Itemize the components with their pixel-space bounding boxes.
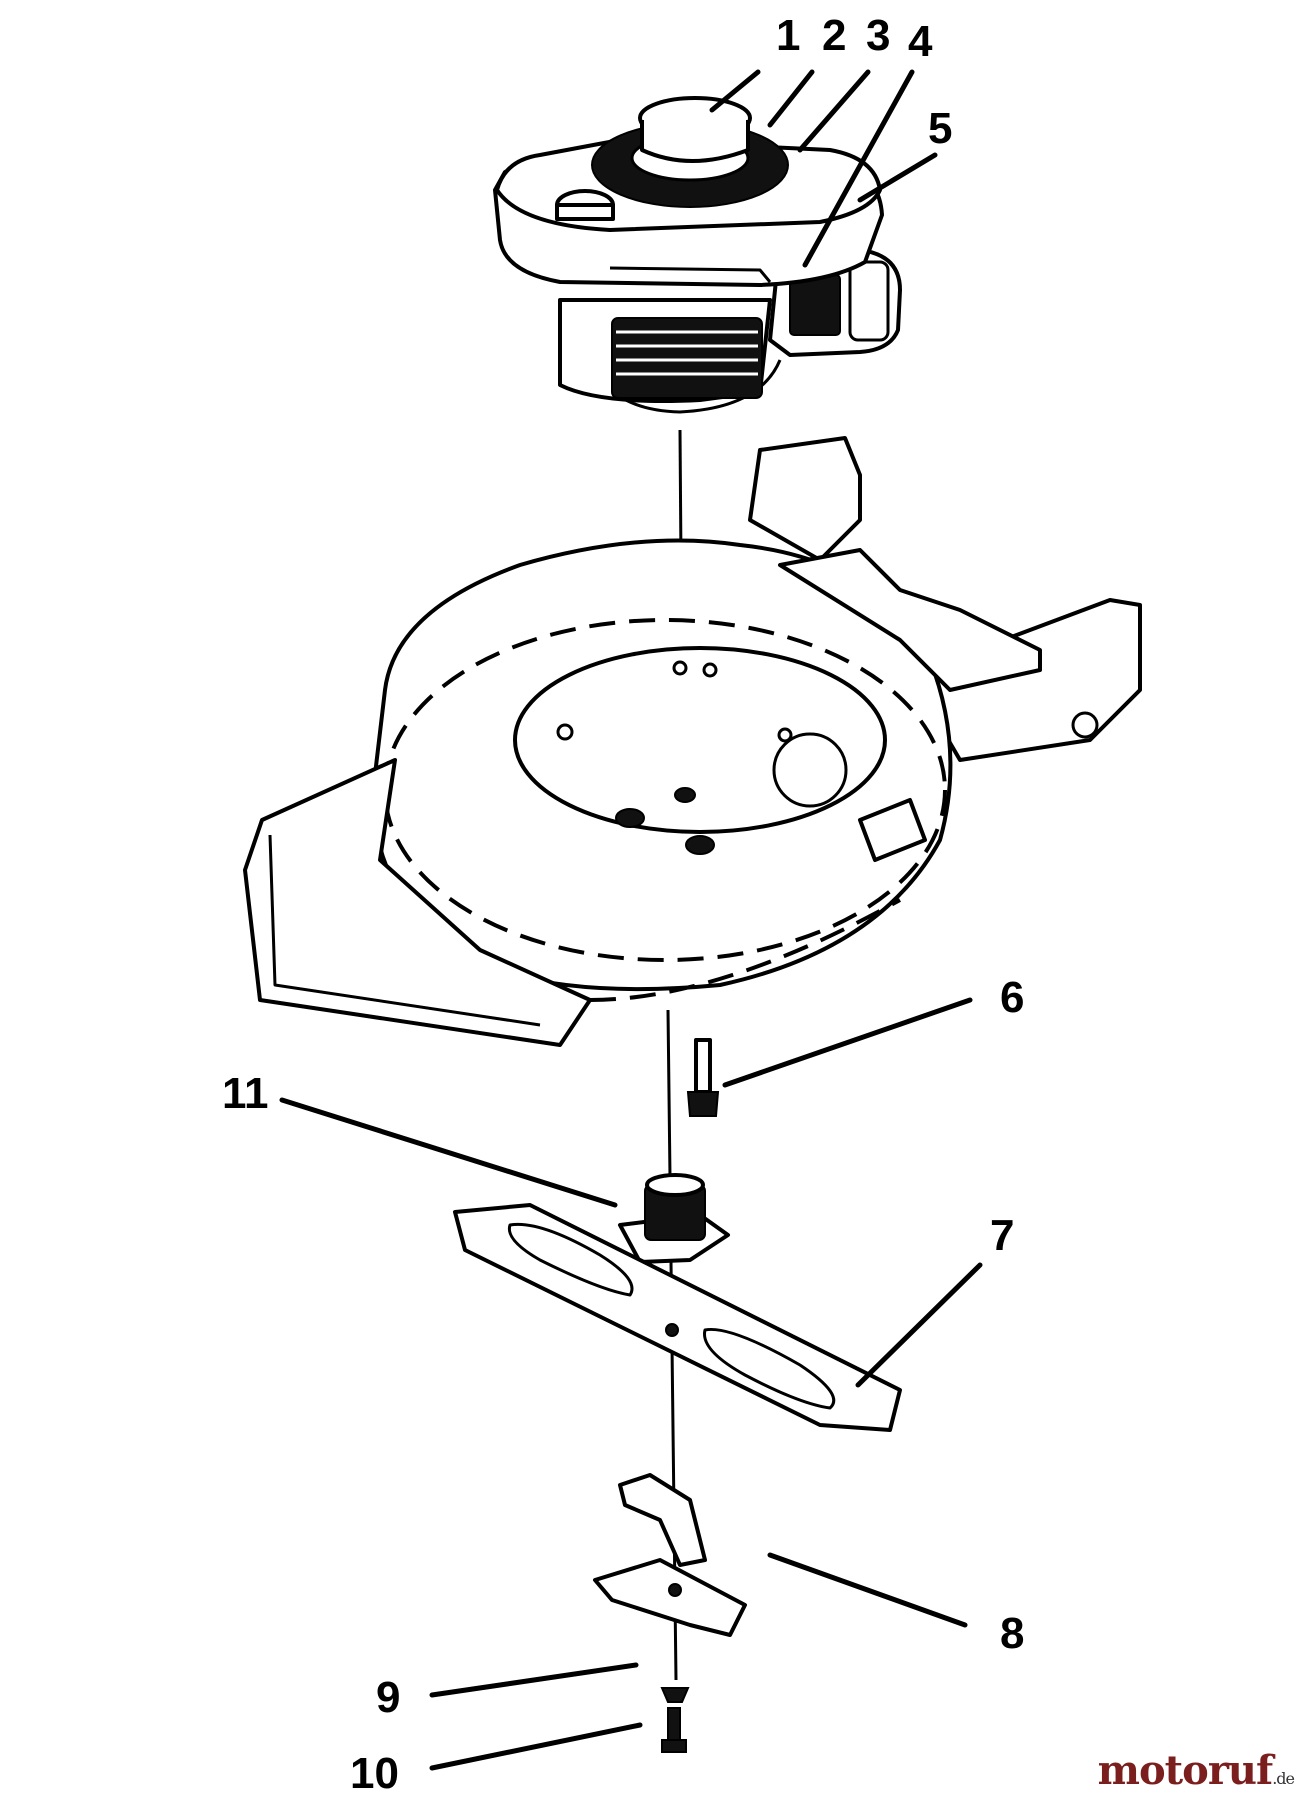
leader-9 [429, 1662, 639, 1698]
leader-4 [802, 69, 915, 268]
blade-adapter-drawing [618, 1173, 730, 1264]
mount-boss-3 [674, 787, 696, 803]
part-label-8: 8 [1000, 1609, 1024, 1658]
stiffener-lower [593, 1558, 747, 1637]
washer-drawing [660, 1687, 690, 1703]
blade-slot-left [507, 1222, 634, 1297]
deck-lower-rim [589, 898, 901, 1002]
deck-center-ring [513, 646, 887, 834]
mount-hole-3 [702, 662, 718, 678]
part-label-1: 1 [776, 11, 800, 60]
part-label-9: 9 [376, 1673, 400, 1722]
watermark-tld: .de [1272, 1769, 1295, 1788]
blade-body [453, 1203, 902, 1432]
watermark-brand: motoruf [1097, 1747, 1274, 1794]
part-label-2: 2 [822, 11, 846, 60]
motoruf-watermark[interactable]: motoruf.de [1097, 1747, 1295, 1794]
front-right-block [858, 798, 927, 862]
part-label-10: 10 [350, 1749, 399, 1798]
mount-hole-4 [777, 727, 793, 743]
engine-mount-bolt-drawing [686, 1038, 720, 1117]
carburetor [789, 274, 841, 336]
engine-assembly [493, 96, 902, 414]
leader-3 [797, 69, 871, 153]
rear-handle-arm [778, 548, 1042, 692]
mount-boss-1 [615, 808, 645, 828]
leader-2 [767, 69, 815, 128]
part-label-6: 6 [1000, 973, 1024, 1022]
leader-5 [857, 152, 938, 203]
mount-hole-1 [556, 723, 574, 741]
recoil-cap-wall [640, 120, 750, 163]
blade-drawing [453, 1203, 902, 1432]
rear-handle-bracket-left [748, 436, 862, 562]
mower-deck [243, 436, 1142, 1047]
wheel-hole [1071, 711, 1099, 739]
blade-stiffener-drawing [593, 1473, 747, 1637]
blade-bolt-head [661, 1739, 687, 1753]
part-label-7: 7 [990, 1211, 1014, 1260]
part-label-4: 4 [908, 17, 933, 66]
front-chute-inner [268, 834, 541, 1027]
mount-bolt-shank [694, 1038, 712, 1094]
part-label-11: 11 [222, 1069, 269, 1118]
leader-1 [709, 69, 761, 113]
leader-11 [279, 1097, 618, 1208]
motor-hole [772, 732, 848, 808]
deck-inner-outline [383, 618, 947, 962]
shroud-edge [609, 266, 772, 283]
stiffener-upper [618, 1473, 707, 1567]
blade-bolt-drawing [661, 1707, 687, 1753]
adapter-top [645, 1173, 705, 1197]
muffler-guard [848, 260, 890, 342]
blade-slot-right [703, 1327, 836, 1410]
leader-10 [429, 1722, 643, 1771]
stiffener-hole [668, 1583, 682, 1597]
mount-bolt-head [686, 1091, 720, 1117]
blade-center-hole [665, 1323, 679, 1337]
leader-8 [767, 1552, 968, 1628]
mount-hole-2 [672, 660, 688, 676]
part-label-3: 3 [866, 11, 890, 60]
cooling-fins [611, 317, 763, 399]
leader-7 [855, 1262, 983, 1388]
mount-boss-2 [685, 835, 715, 855]
leader-6 [722, 997, 973, 1088]
cooling-fin-lines [616, 330, 758, 376]
fuel-cap-neck [555, 203, 615, 221]
part-label-5: 5 [928, 104, 952, 153]
